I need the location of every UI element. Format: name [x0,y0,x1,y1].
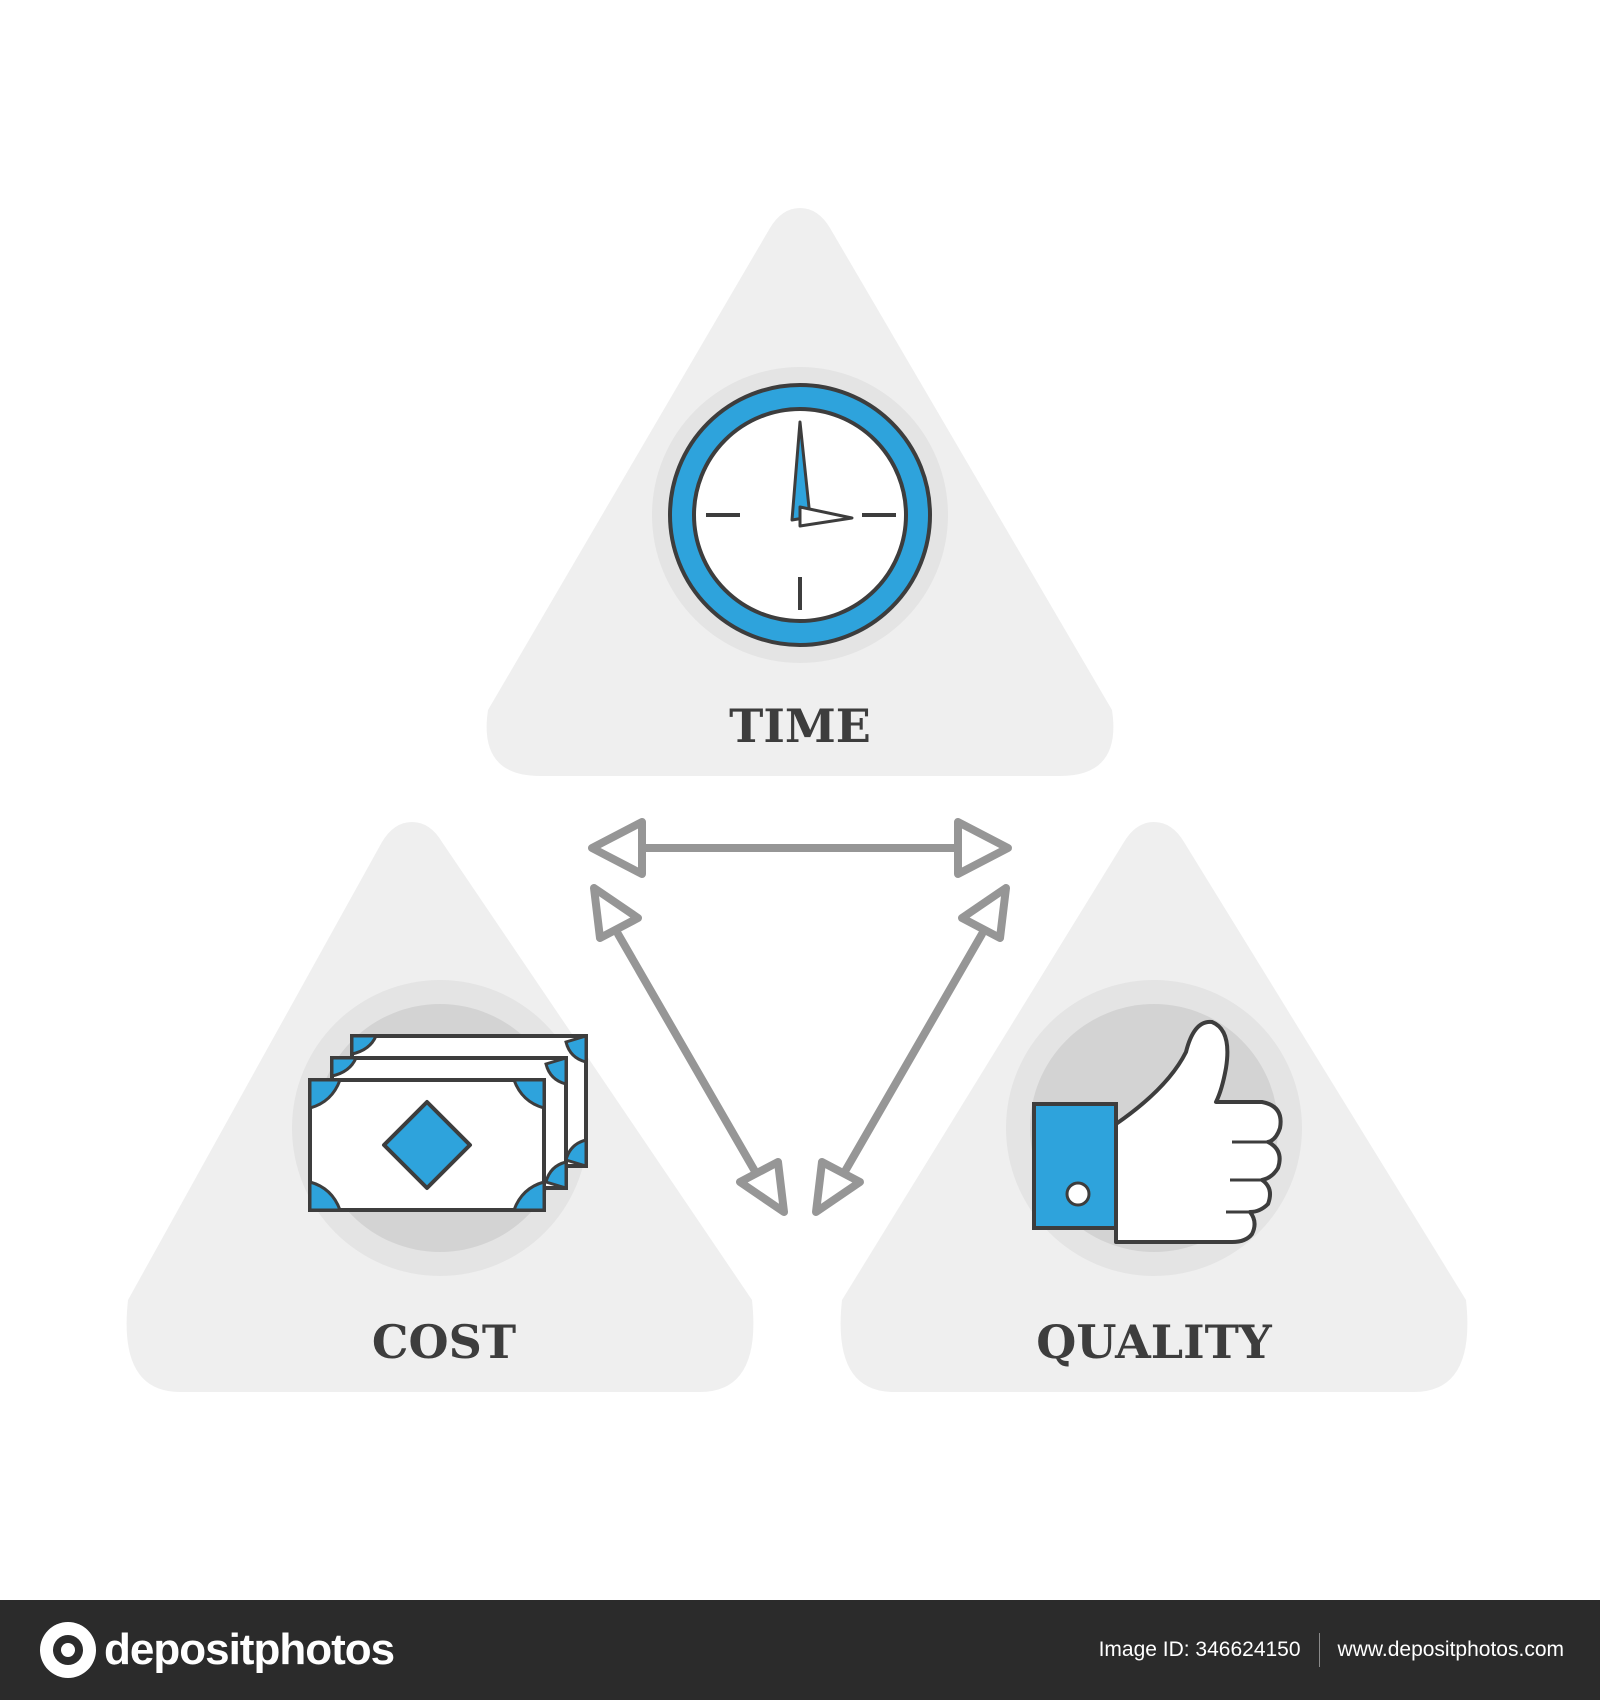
money-icon [308,1033,588,1212]
camera-logo-icon [40,1622,96,1678]
cost-label: COST [372,1315,516,1369]
brand-logo[interactable]: depositphotos [40,1622,395,1678]
footer-divider [1318,1633,1320,1667]
quality-panel: QUALITY [840,822,1468,1392]
time-panel: TIME [486,208,1114,776]
brand-name: depositphotos [104,1625,395,1674]
arrow-time-edge-top [588,818,1012,878]
footer-meta: Image ID: 346624150 www.depositphotos.co… [1099,1600,1564,1700]
arrow-quality-time-edge [812,884,1010,1216]
thumbs-up-icon [1032,1019,1283,1244]
clock-icon [668,383,932,647]
triangle-diagram: TIME COST [126,208,1468,1392]
cost-panel: COST [126,822,754,1392]
site-url[interactable]: www.depositphotos.com [1337,1638,1564,1661]
footer-bar: depositphotos Image ID: 346624150 www.de… [0,1600,1600,1700]
image-id: Image ID: 346624150 [1098,1638,1301,1661]
quality-label: QUALITY [1036,1315,1273,1369]
time-label: TIME [729,699,871,753]
arrow-cost-time-edge [590,884,788,1216]
